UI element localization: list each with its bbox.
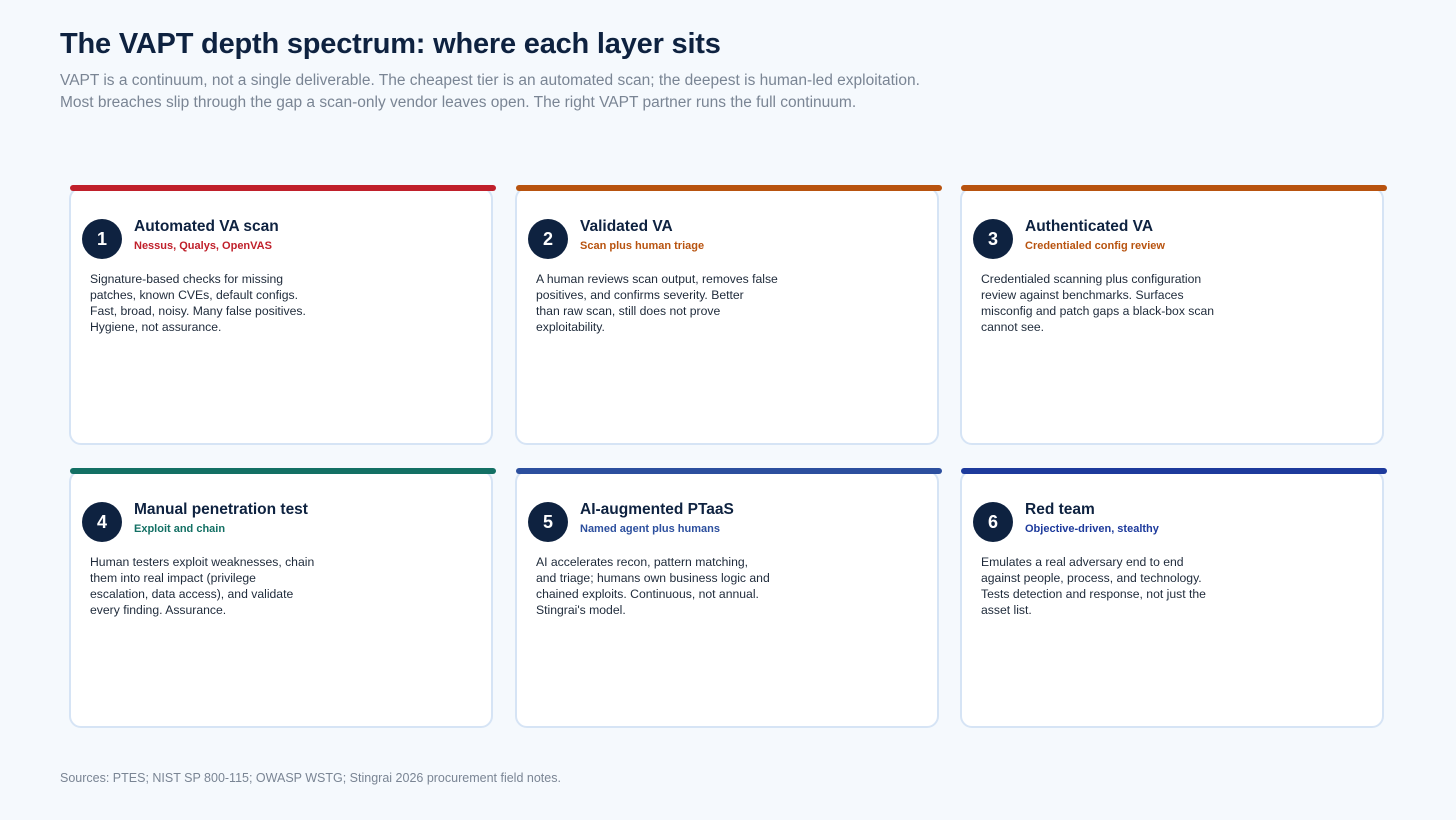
subtitle-line: VAPT is a continuum, not a single delive… (60, 72, 920, 89)
description-line: them into real impact (privilege (90, 571, 256, 585)
description-line: Hygiene, not assurance. (90, 320, 222, 334)
layer-card-4: 4 Manual penetration test Exploit and ch… (69, 468, 496, 728)
layer-number-badge: 2 (528, 219, 568, 259)
layer-subtitle: Named agent plus humans (580, 523, 720, 535)
description-line: positives, and confirms severity. Better (536, 288, 744, 302)
layer-subtitle: Scan plus human triage (580, 240, 705, 252)
page-title: The VAPT depth spectrum: where each laye… (60, 28, 721, 60)
layer-accent-bar (70, 185, 496, 191)
layer-description: Human testers exploit weaknesses, chain … (90, 554, 330, 618)
description-line: cannot see. (981, 320, 1045, 334)
description-line: Signature-based checks for missing (90, 272, 284, 286)
layer-number-badge: 5 (528, 502, 568, 542)
description-line: patches, known CVEs, default configs. (90, 288, 298, 302)
layer-description: Emulates a real adversary end to end aga… (981, 554, 1221, 618)
layer-title: Automated VA scan (134, 218, 279, 235)
description-line: chained exploits. Continuous, not annual… (536, 587, 759, 601)
layer-number-badge: 6 (973, 502, 1013, 542)
layer-description: AI accelerates recon, pattern matching, … (536, 554, 776, 618)
description-line: asset list. (981, 603, 1032, 617)
layer-card-2: 2 Validated VA Scan plus human triage A … (515, 185, 942, 445)
description-line: exploitability. (536, 320, 605, 334)
layer-title: Manual penetration test (134, 501, 308, 518)
description-line: A human reviews scan output, removes fal… (536, 272, 778, 286)
layer-accent-bar (961, 185, 1387, 191)
description-line: Emulates a real adversary end to end (981, 555, 1184, 569)
description-line: Stingrai's model. (536, 603, 626, 617)
layer-title: AI-augmented PTaaS (580, 501, 734, 518)
layer-accent-bar (516, 185, 942, 191)
layer-subtitle: Exploit and chain (134, 523, 226, 535)
description-line: than raw scan, still does not prove (536, 304, 721, 318)
layer-description: Signature-based checks for missing patch… (90, 271, 330, 335)
description-line: escalation, data access), and validate (90, 587, 294, 601)
subtitle-line: Most breaches slip through the gap a sca… (60, 94, 857, 111)
layer-accent-bar (961, 468, 1387, 474)
description-line: Credentialed scanning plus configuration (981, 272, 1202, 286)
layer-number-badge: 1 (82, 219, 122, 259)
layer-subtitle: Objective-driven, stealthy (1025, 523, 1159, 535)
layer-card-3: 3 Authenticated VA Credentialed config r… (960, 185, 1387, 445)
description-line: Fast, broad, noisy. Many false positives… (90, 304, 306, 318)
description-line: Tests detection and response, not just t… (981, 587, 1206, 601)
layer-title: Validated VA (580, 218, 673, 235)
layer-title: Red team (1025, 501, 1095, 518)
layer-subtitle: Nessus, Qualys, OpenVAS (134, 240, 272, 252)
description-line: every finding. Assurance. (90, 603, 227, 617)
description-line: against people, process, and technology. (981, 571, 1202, 585)
layer-description: Credentialed scanning plus configuration… (981, 271, 1221, 335)
layer-accent-bar (516, 468, 942, 474)
layer-card-1: 1 Automated VA scan Nessus, Qualys, Open… (69, 185, 496, 445)
page-subtitle: VAPT is a continuum, not a single delive… (60, 70, 1060, 114)
layer-number-badge: 4 (82, 502, 122, 542)
description-line: misconfig and patch gaps a black-box sca… (981, 304, 1215, 318)
description-line: review against benchmarks. Surfaces (981, 288, 1184, 302)
layer-description: A human reviews scan output, removes fal… (536, 271, 778, 335)
layer-title: Authenticated VA (1025, 218, 1154, 235)
description-line: AI accelerates recon, pattern matching, (536, 555, 749, 569)
layer-accent-bar (70, 468, 496, 474)
description-line: Human testers exploit weaknesses, chain (90, 555, 315, 569)
layer-card-6: 6 Red team Objective-driven, stealthy Em… (960, 468, 1387, 728)
sources-footnote: Sources: PTES; NIST SP 800-115; OWASP WS… (60, 771, 561, 785)
layer-number-badge: 3 (973, 219, 1013, 259)
layer-card-5: 5 AI-augmented PTaaS Named agent plus hu… (515, 468, 942, 728)
description-line: and triage; humans own business logic an… (536, 571, 770, 585)
layer-subtitle: Credentialed config review (1025, 240, 1165, 252)
